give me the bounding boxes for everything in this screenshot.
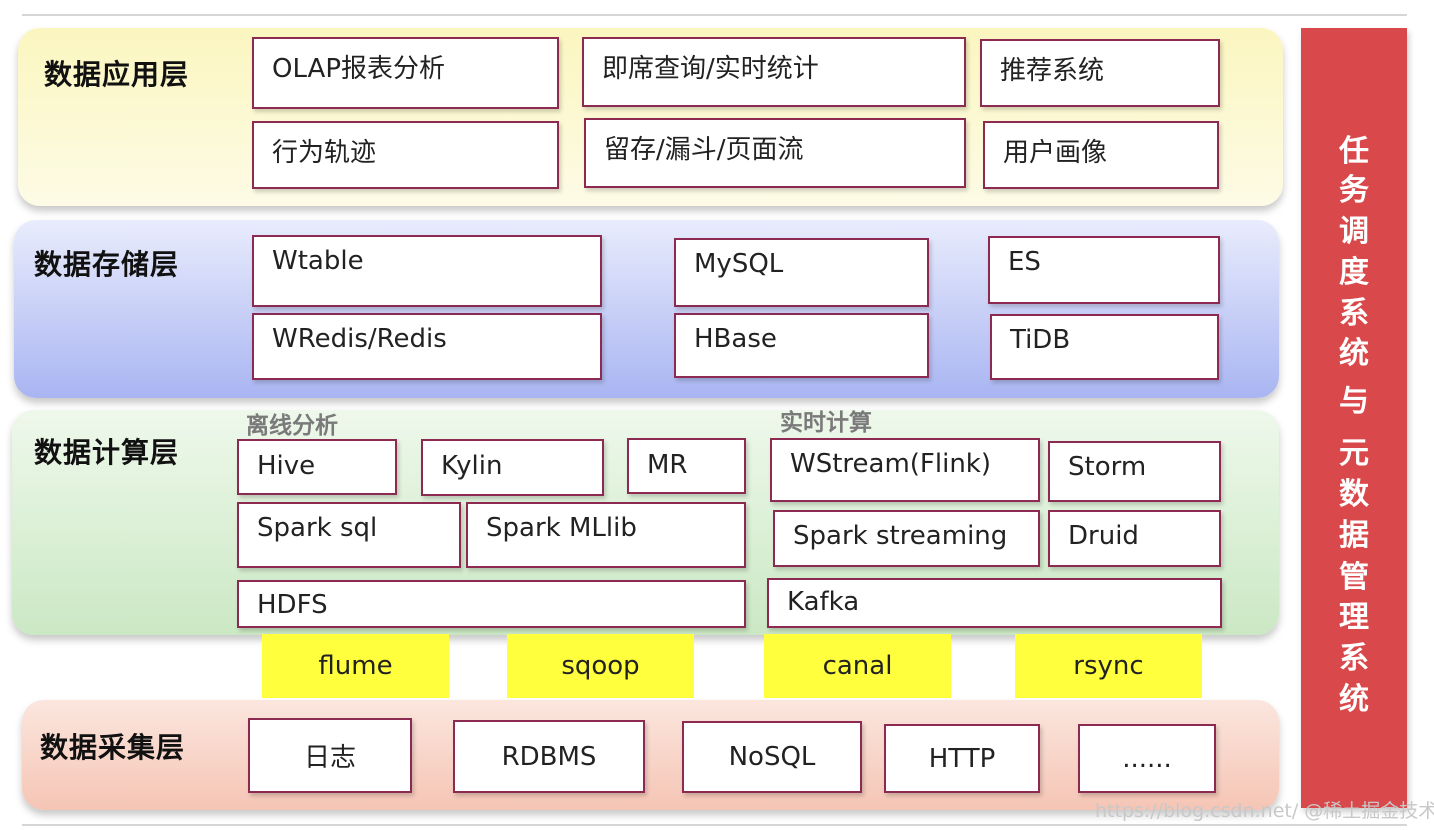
tool-rsync: rsync	[1015, 634, 1202, 698]
compute-item-hdfs: HDFS	[237, 580, 746, 628]
sidebar-char: 元	[1339, 436, 1369, 471]
tool-canal: canal	[764, 634, 951, 698]
tool-flume: flume	[262, 634, 449, 698]
top-divider	[22, 14, 1407, 16]
realtime-compute-label: 实时计算	[780, 410, 872, 436]
compute-item-storm: Storm	[1048, 441, 1221, 502]
compute-item-spark-streaming: Spark streaming	[773, 510, 1040, 567]
app-item-adhoc-query: 即席查询/实时统计	[582, 37, 966, 107]
sidebar-char: 统	[1339, 336, 1369, 371]
collection-layer	[22, 700, 1279, 810]
app-item-recommendation: 推荐系统	[980, 39, 1220, 107]
app-item-olap: OLAP报表分析	[252, 37, 559, 109]
bottom-divider	[22, 824, 1407, 826]
storage-item-redis: WRedis/Redis	[252, 313, 602, 380]
collect-item-more: ......	[1078, 724, 1216, 793]
sidebar-char: 数	[1339, 477, 1369, 512]
sidebar-char: 务	[1339, 173, 1369, 208]
compute-item-kafka: Kafka	[767, 578, 1222, 628]
collect-item-rdbms: RDBMS	[453, 720, 645, 793]
app-item-behavior-track: 行为轨迹	[252, 121, 559, 189]
app-item-user-profile: 用户画像	[983, 121, 1219, 189]
collect-item-logs: 日志	[248, 718, 412, 793]
app-item-retention-funnel: 留存/漏斗/页面流	[584, 118, 966, 188]
sidebar-char: 任	[1339, 134, 1369, 169]
storage-item-tidb: TiDB	[990, 314, 1219, 380]
task-scheduling-metadata-sidebar: 任 务 调 度 系 统 与 元 数 据 管 理 系 统	[1301, 28, 1407, 808]
collect-item-http: HTTP	[884, 724, 1040, 793]
compute-item-wstream-flink: WStream(Flink)	[770, 438, 1040, 502]
storage-item-es: ES	[988, 236, 1220, 304]
sidebar-char: 管	[1339, 560, 1369, 595]
sidebar-char: 统	[1339, 682, 1369, 717]
sidebar-char: 系	[1339, 296, 1369, 331]
sidebar-char: 调	[1339, 214, 1369, 249]
storage-item-wtable: Wtable	[252, 235, 602, 307]
compute-layer-title: 数据计算层	[34, 436, 180, 469]
sidebar-char: 度	[1339, 255, 1369, 290]
watermark: https://blog.csdn.net/ @稀土掘金技术社区	[1095, 800, 1434, 822]
application-layer-title: 数据应用层	[44, 58, 190, 91]
tool-sqoop: sqoop	[507, 634, 694, 698]
storage-item-hbase: HBase	[674, 313, 929, 378]
compute-item-spark-sql: Spark sql	[237, 502, 461, 568]
compute-item-druid: Druid	[1048, 510, 1221, 567]
collect-item-nosql: NoSQL	[682, 721, 862, 793]
sidebar-char: 系	[1339, 641, 1369, 676]
storage-layer-title: 数据存储层	[34, 248, 180, 281]
compute-item-kylin: Kylin	[421, 439, 604, 496]
sidebar-char: 与	[1339, 384, 1369, 419]
storage-item-mysql: MySQL	[674, 238, 929, 307]
sidebar-char: 据	[1339, 518, 1369, 553]
compute-item-spark-mllib: Spark MLlib	[466, 502, 746, 568]
compute-item-hive: Hive	[237, 439, 397, 495]
offline-analysis-label: 离线分析	[246, 413, 338, 439]
collection-layer-title: 数据采集层	[40, 731, 186, 764]
sidebar-char: 理	[1339, 600, 1369, 635]
compute-item-mr: MR	[627, 438, 746, 494]
